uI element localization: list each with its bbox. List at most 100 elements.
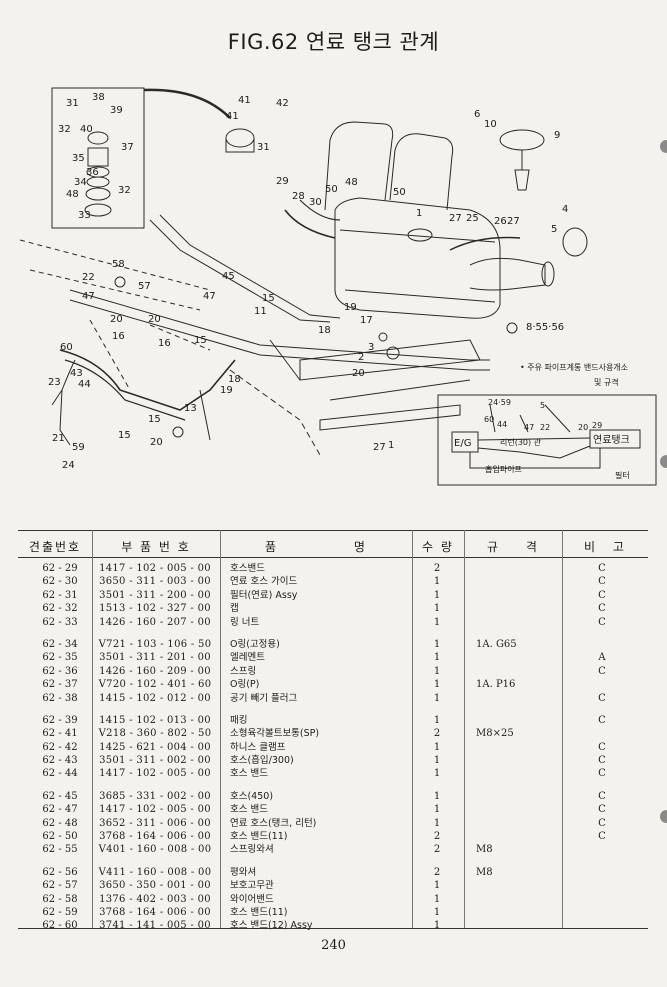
cell-ref: 62 - 41 (42, 728, 78, 740)
inset-label: 리턴(30) 관 (500, 437, 542, 447)
cell-ref: 62 - 37 (42, 679, 78, 691)
callout: 15 (118, 430, 131, 441)
cell-ref: 62 - 32 (42, 603, 78, 615)
cell-ref: 62 - 29 (42, 563, 78, 574)
cell-part: 3650 - 350 - 001 - 00 (99, 880, 211, 892)
group-spacer (0, 629, 667, 638)
inset-label: 연료탱크 (593, 434, 630, 446)
group-spacer (0, 705, 667, 714)
header-spec: 규 격 (487, 540, 539, 554)
callout: 42 (276, 98, 289, 109)
cell-part: V721 - 103 - 106 - 50 (98, 638, 212, 650)
table-top-rule (18, 530, 648, 531)
cell-name: 호스 밴드(12) Assy (230, 920, 313, 932)
callout: 32 (58, 124, 71, 135)
cell-ref: 62 - 58 (42, 893, 78, 905)
callout: 59 (72, 442, 85, 453)
callout: 6 (474, 109, 480, 120)
cell-qty: 1 (433, 652, 441, 664)
filter-detail-inset (51, 87, 145, 229)
cell-note: C (598, 563, 606, 574)
header-part-name: 품 명 (265, 540, 367, 554)
group-spacer (0, 781, 667, 790)
cell-part: 1426 - 160 - 207 - 00 (99, 616, 211, 628)
callout: 15 (262, 293, 275, 304)
cell-note: C (598, 768, 606, 780)
callout: 1 (416, 208, 422, 219)
callout: 3 (368, 342, 374, 353)
cell-note: C (598, 665, 606, 677)
callout: 37 (121, 142, 134, 153)
callout: 29 (276, 176, 289, 187)
callout: 23 (48, 377, 61, 388)
cell-note: C (598, 714, 606, 726)
table-header-rule (18, 557, 648, 558)
cell-name: 연료 호스 가이드 (230, 576, 298, 588)
cell-name: 스프링 (230, 665, 257, 677)
cell-ref: 62 - 48 (42, 817, 78, 829)
callout: 25 (466, 213, 479, 224)
cell-note: C (598, 692, 606, 704)
cell-part: 3685 - 331 - 002 - 00 (99, 790, 211, 802)
cell-ref: 62 - 39 (42, 714, 78, 726)
binder-hole (660, 455, 667, 468)
callout: 9 (554, 130, 560, 141)
header-qty: 수 량 (422, 540, 454, 554)
callout: 11 (254, 306, 267, 317)
callout: 27 (449, 213, 462, 224)
inset-label: 44 (497, 420, 507, 429)
callout: 20 (148, 314, 161, 325)
cell-qty: 1 (433, 692, 441, 704)
cell-spec: 1A. G65 (476, 638, 517, 650)
callout: 35 (72, 153, 85, 164)
inset-label: 29 (592, 421, 602, 430)
cell-spec: 1A. P16 (476, 679, 516, 691)
column-divider (92, 530, 93, 928)
cell-part: 3501 - 311 - 201 - 00 (99, 652, 211, 664)
callout: 31 (66, 98, 79, 109)
callout: 57 (138, 281, 151, 292)
callout: 20 (352, 368, 365, 379)
cell-qty: 1 (433, 589, 441, 601)
cell-name: 스프링와셔 (230, 844, 274, 856)
callout: 21 (52, 433, 65, 444)
callout: 1 (388, 440, 394, 451)
cell-qty: 1 (433, 920, 441, 932)
cell-part: 1415 - 102 - 013 - 00 (99, 714, 211, 726)
cell-part: 1425 - 621 - 004 - 00 (99, 741, 211, 753)
callout: 22 (82, 272, 95, 283)
exploded-parts-diagram: 31 38 39 32 40 37 35 34 36 32 48 33 41 4… (19, 87, 657, 486)
cell-ref: 62 - 42 (42, 741, 78, 753)
cell-ref: 62 - 44 (42, 768, 78, 780)
cell-qty: 1 (433, 741, 441, 753)
cell-qty: 1 (433, 638, 441, 650)
cell-qty: 1 (433, 893, 441, 905)
cell-name: O링(P) (230, 679, 260, 691)
cell-part: 1417 - 102 - 005 - 00 (99, 563, 211, 574)
cell-qty: 2 (433, 728, 441, 740)
cell-note: C (598, 589, 606, 601)
cell-part: 3650 - 311 - 003 - 00 (99, 576, 211, 588)
inset-label: 47 (524, 423, 534, 432)
inset-label: 필터 (615, 470, 630, 480)
cell-qty: 1 (433, 804, 441, 816)
cell-part: 3652 - 311 - 006 - 00 (99, 817, 211, 829)
column-divider (562, 530, 563, 928)
cell-note: C (598, 603, 606, 615)
cell-qty: 1 (433, 768, 441, 780)
callout: 44 (78, 379, 91, 390)
callout: 19 (220, 385, 233, 396)
cell-ref: 62 - 50 (42, 831, 78, 843)
callout: 20 (110, 314, 123, 325)
